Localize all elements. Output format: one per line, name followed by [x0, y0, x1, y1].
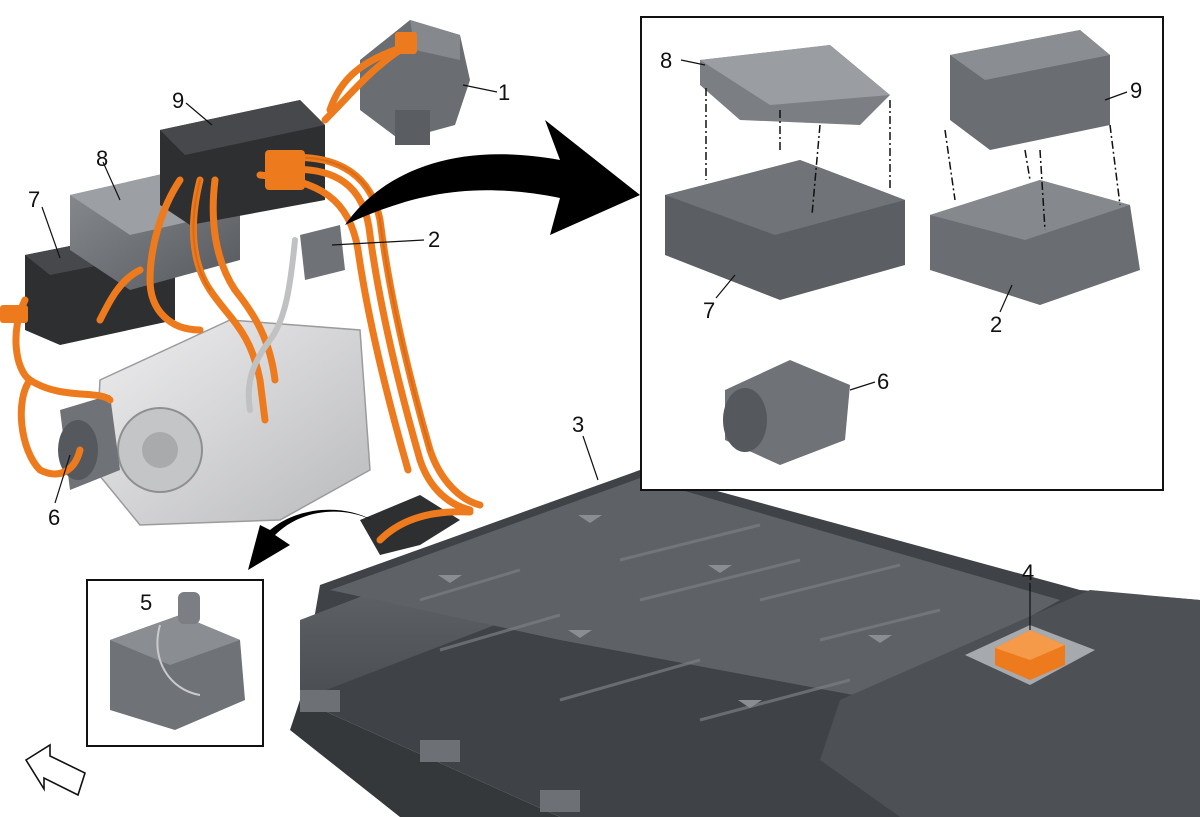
callout-6-main: 6 — [48, 505, 60, 530]
callout-8-inset: 8 — [660, 48, 672, 73]
drive-unit — [94, 319, 371, 526]
curved-arrow-to-inset — [345, 120, 640, 235]
callout-9-inset: 9 — [1130, 78, 1142, 103]
hv-cables — [0, 32, 484, 555]
pump-inset — [86, 579, 264, 747]
forward-direction-arrow-icon — [24, 743, 86, 797]
service-disconnect — [965, 625, 1095, 685]
callout-7-main: 7 — [28, 187, 40, 212]
callout-2-inset: 2 — [990, 312, 1002, 337]
dc-converter-module — [160, 100, 325, 225]
leader-lines — [41, 84, 1031, 633]
callout-9-main: 9 — [172, 88, 184, 113]
callout-7-inset: 7 — [703, 298, 715, 323]
callout-5: 5 — [140, 590, 152, 615]
callout-6-inset: 6 — [877, 369, 889, 394]
auxiliary-module — [300, 225, 345, 280]
curved-arrow-to-pump-inset — [248, 509, 372, 570]
callout-3: 3 — [572, 412, 584, 437]
callout-1: 1 — [498, 80, 510, 105]
callout-2-main: 2 — [428, 227, 440, 252]
components-inset — [640, 16, 1164, 491]
callout-8-main: 8 — [96, 146, 108, 171]
callout-4: 4 — [1022, 560, 1034, 585]
